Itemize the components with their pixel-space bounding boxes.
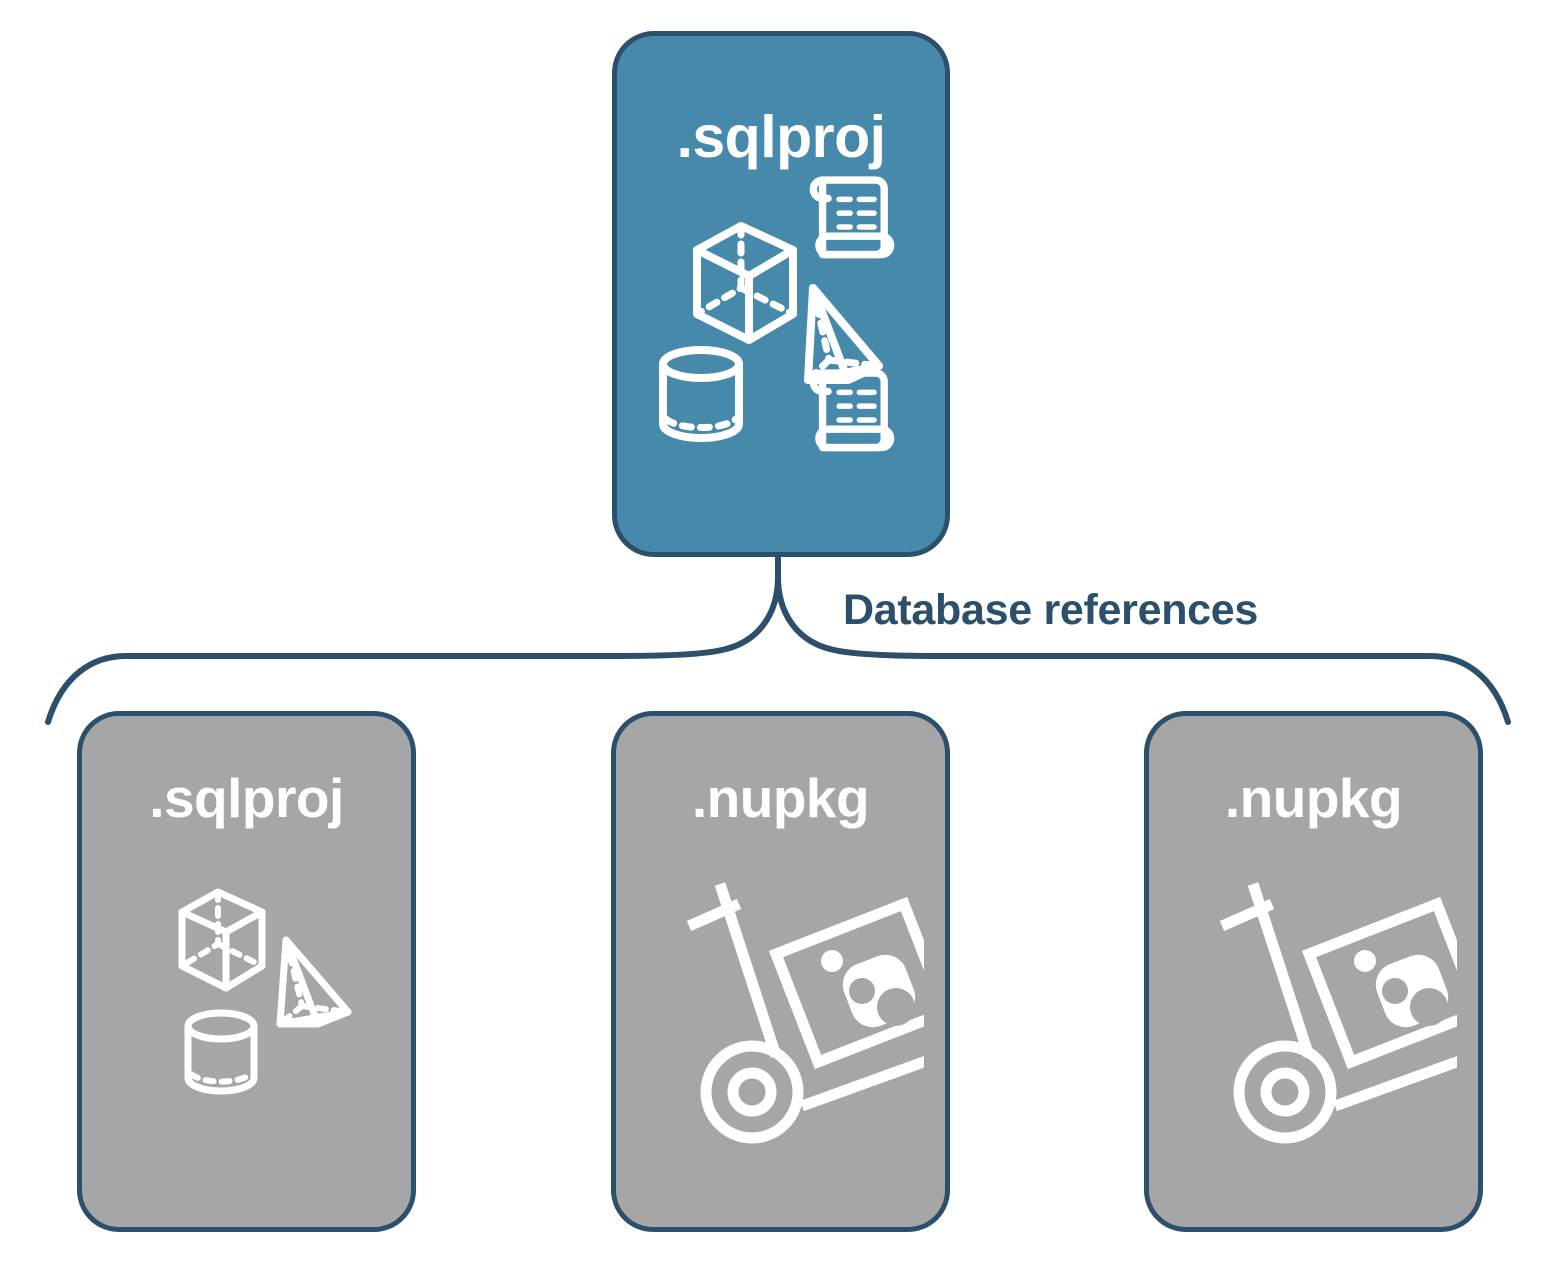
nuget-package-hand-truck-icon: [686, 882, 924, 1144]
scroll-icon: [809, 176, 895, 259]
root-sqlproj-card[interactable]: .sqlproj: [612, 31, 950, 557]
reference-card-label: .sqlproj: [149, 767, 344, 829]
reference-card-label: .nupkg: [691, 767, 870, 829]
reference-card-nupkg[interactable]: .nupkg: [1144, 711, 1483, 1232]
reference-card-sqlproj[interactable]: .sqlproj: [77, 711, 416, 1232]
reference-card-nupkg[interactable]: .nupkg: [611, 711, 950, 1232]
reference-shapes-group: [178, 888, 352, 1095]
reference-card-label: .nupkg: [1224, 767, 1403, 829]
cylinder-wireframe-icon: [659, 346, 743, 442]
cube-wireframe-icon: [693, 222, 797, 344]
nuget-package-hand-truck-icon: [1219, 882, 1457, 1144]
database-references-label: Database references: [843, 586, 1258, 634]
root-shapes-group: [659, 176, 895, 452]
pyramid-wireframe-icon: [804, 284, 883, 384]
pyramid-wireframe-icon: [276, 936, 352, 1028]
cylinder-wireframe-icon: [184, 1009, 258, 1095]
root-card-label: .sqlproj: [676, 104, 886, 170]
scroll-icon: [809, 369, 895, 452]
cube-wireframe-icon: [178, 888, 266, 992]
